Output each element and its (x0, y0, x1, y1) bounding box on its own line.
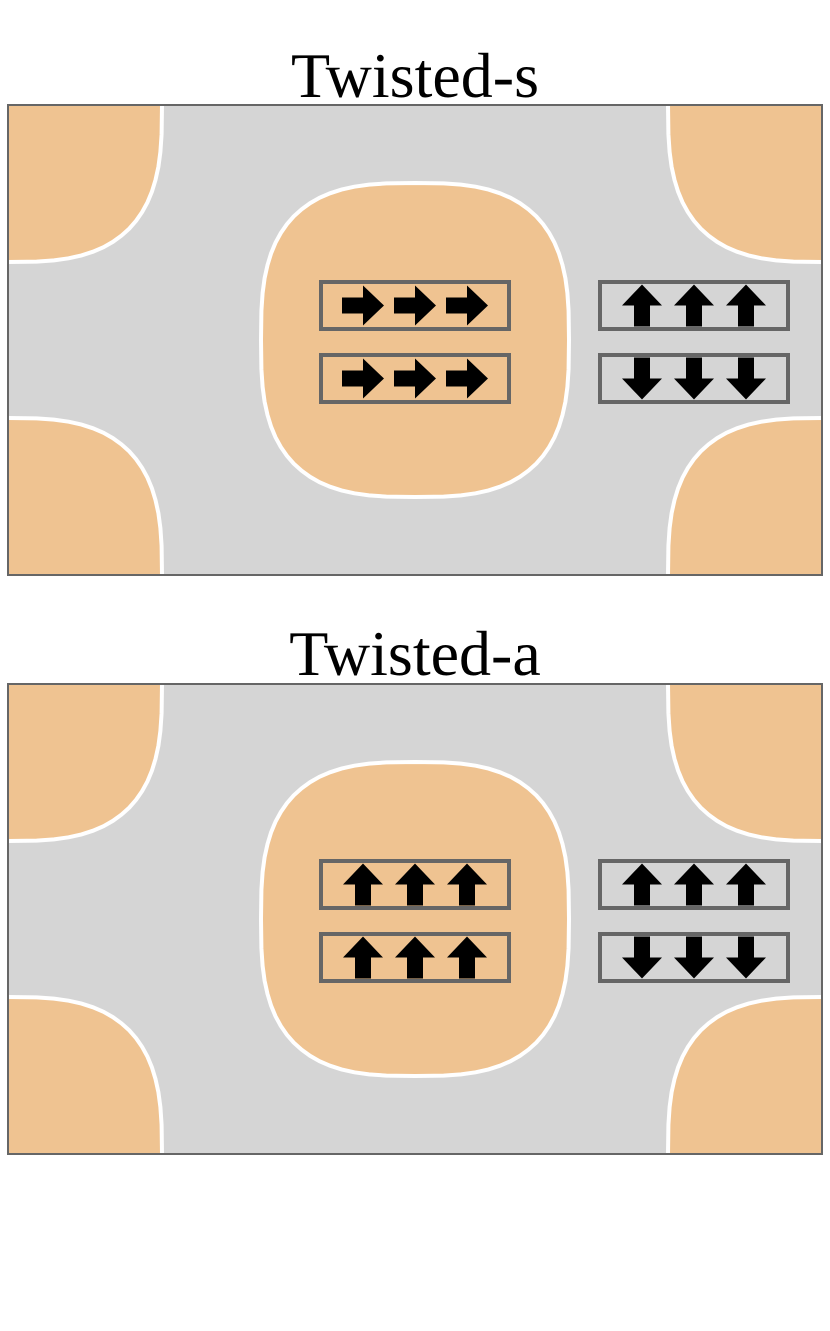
spin-arrow-right-icon (342, 285, 384, 326)
corner-region-top-right (665, 105, 822, 265)
corner-region-top-right (665, 684, 822, 844)
lattice-panel-twisted-a (7, 683, 823, 1155)
spin-arrow-up-icon (674, 284, 714, 327)
spin-arrow-up-icon (447, 936, 487, 979)
spin-arrow-down-icon (726, 357, 766, 400)
spin-arrow-right-icon (446, 358, 488, 399)
corner-region-top-left (8, 684, 165, 844)
lattice-regions (8, 684, 822, 1154)
spin-arrow-down-icon (622, 936, 662, 979)
spin-arrow-up-icon (395, 863, 435, 906)
panel-frame (7, 683, 823, 1155)
spin-arrow-right-icon (394, 285, 436, 326)
center-stack-top-row-box (319, 859, 511, 910)
spin-arrow-up-icon (447, 863, 487, 906)
right-stack-top-row-box (598, 280, 790, 331)
spin-arrow-right-icon (446, 285, 488, 326)
spin-arrow-up-icon (726, 863, 766, 906)
spin-arrow-down-icon (674, 936, 714, 979)
corner-region-bottom-right (665, 415, 822, 575)
panel-frame (7, 104, 823, 576)
right-stack-bottom-row-box (598, 932, 790, 983)
central-region (258, 759, 572, 1079)
central-region (258, 180, 572, 500)
spin-arrow-up-icon (622, 863, 662, 906)
right-stack-bottom-row-box (598, 353, 790, 404)
right-stack-top-row-box (598, 859, 790, 910)
spin-arrow-down-icon (622, 357, 662, 400)
spin-arrow-up-icon (622, 284, 662, 327)
corner-region-top-left (8, 105, 165, 265)
spin-arrow-up-icon (343, 936, 383, 979)
lattice-regions (8, 105, 822, 575)
spin-arrow-up-icon (395, 936, 435, 979)
spin-arrow-down-icon (674, 357, 714, 400)
spin-arrow-up-icon (343, 863, 383, 906)
panel-title-twisted-s: Twisted-s (291, 40, 539, 111)
spin-arrow-down-icon (726, 936, 766, 979)
center-stack-top-row-box (319, 280, 511, 331)
spin-arrow-right-icon (394, 358, 436, 399)
spin-arrow-right-icon (342, 358, 384, 399)
corner-region-bottom-left (8, 415, 165, 575)
corner-region-bottom-left (8, 994, 165, 1154)
corner-region-bottom-right (665, 994, 822, 1154)
spin-arrow-up-icon (726, 284, 766, 327)
lattice-panel-twisted-s (7, 104, 823, 576)
panel-title-twisted-a: Twisted-a (289, 618, 541, 689)
center-stack-bottom-row-box (319, 932, 511, 983)
spin-arrow-up-icon (674, 863, 714, 906)
center-stack-bottom-row-box (319, 353, 511, 404)
